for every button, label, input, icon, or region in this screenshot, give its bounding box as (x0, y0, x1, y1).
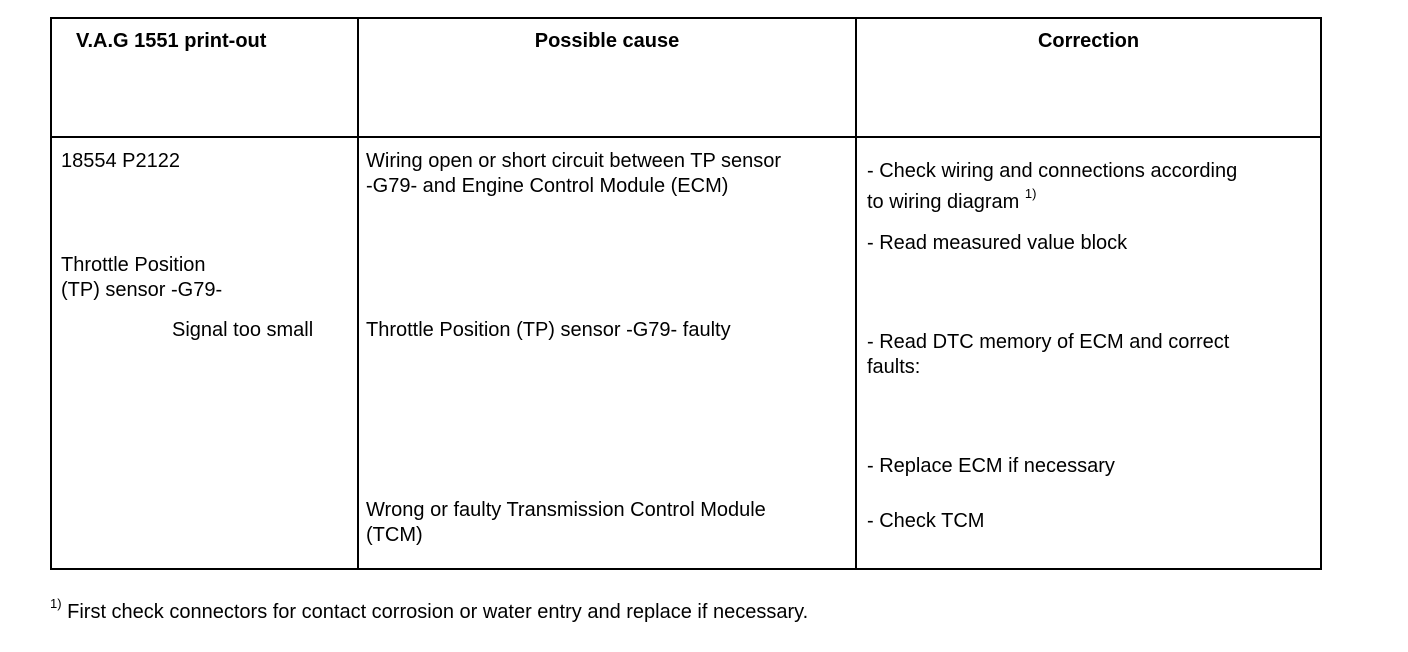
correction-check-tcm: - Check TCM (867, 510, 985, 532)
fault-signal: Signal too small (172, 319, 314, 341)
cause-wiring-line2: -G79- and Engine Control Module (ECM) (366, 175, 729, 197)
correction-wiring-diagram-text: to wiring diagram (867, 191, 1020, 213)
header-correction: Correction (1037, 30, 1140, 52)
footnote-reference: 1) (1024, 186, 1037, 202)
correction-read-dtc-line1: - Read DTC memory of ECM and correct (867, 331, 1230, 353)
cause-sensor-faulty: Throttle Position (TP) sensor -G79- faul… (366, 319, 731, 341)
cause-tcm-line2: (TCM) (366, 524, 423, 546)
header-printout: V.A.G 1551 print-out (76, 30, 267, 52)
dtc-code: 18554 P2122 (61, 150, 181, 172)
diagnostic-table: V.A.G 1551 print-out Possible cause Corr… (50, 17, 1322, 570)
correction-check-wiring-line2: to wiring diagram 1) (867, 187, 1036, 215)
component-name-line1: Throttle Position (61, 254, 206, 276)
column-divider-1 (357, 19, 359, 568)
component-name-line2: (TP) sensor -G79- (61, 279, 223, 301)
correction-read-value-block: - Read measured value block (867, 232, 1128, 254)
column-divider-2 (855, 19, 857, 568)
footnote-marker: 1) (50, 596, 62, 612)
correction-check-wiring-line1: - Check wiring and connections according (867, 160, 1238, 182)
cause-wiring-line1: Wiring open or short circuit between TP … (366, 150, 782, 172)
footnote-text: First check connectors for contact corro… (67, 601, 809, 623)
footnote: 1) First check connectors for contact co… (50, 597, 809, 625)
header-divider (52, 136, 1320, 138)
cause-tcm-line1: Wrong or faulty Transmission Control Mod… (366, 499, 766, 521)
correction-replace-ecm: - Replace ECM if necessary (867, 455, 1115, 477)
correction-read-dtc-line2: faults: (867, 356, 921, 378)
header-possible-cause: Possible cause (534, 30, 680, 52)
